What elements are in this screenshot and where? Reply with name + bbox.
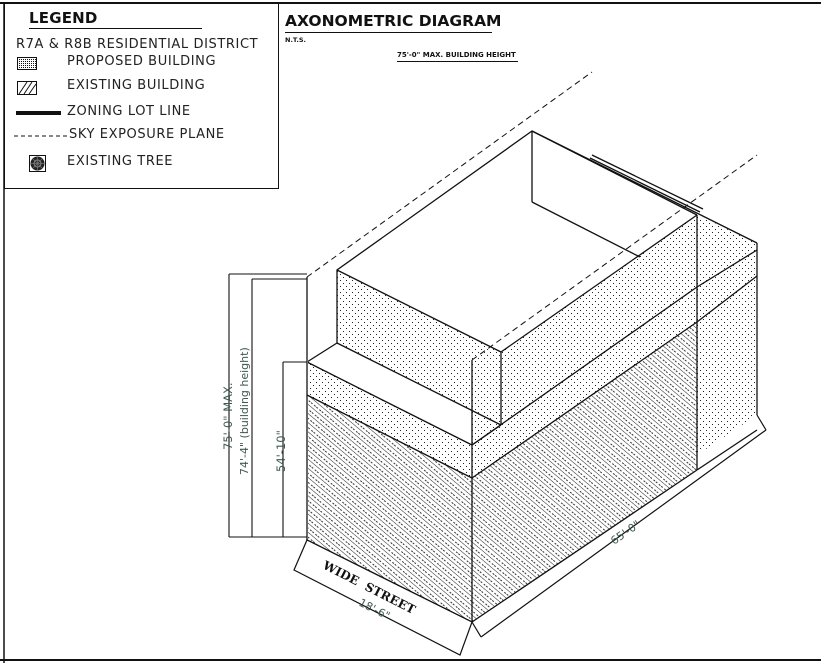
- legend-title: LEGEND: [29, 9, 98, 27]
- scale-note: N.T.S.: [285, 36, 306, 44]
- diagonal-hatch-swatch-icon: [17, 81, 37, 95]
- proposed-side-band: [472, 287, 697, 478]
- proposed-ledge-front-face: [307, 362, 472, 478]
- dotted-hatch-swatch-icon: [17, 57, 37, 70]
- max-height-dimension: 75'-0" MAX.: [221, 382, 235, 450]
- legend-title-underline: [29, 28, 202, 29]
- legend-label: PROPOSED BUILDING: [67, 54, 217, 69]
- proposed-upper-side-face: [472, 215, 697, 445]
- legend-label: ZONING LOT LINE: [67, 104, 191, 119]
- proposed-upper-front-face: [337, 270, 501, 425]
- existing-building-side-face: [472, 322, 697, 622]
- legend-label: EXISTING BUILDING: [67, 78, 206, 93]
- diagram-title: AXONOMETRIC DIAGRAM: [285, 12, 502, 30]
- side-lot-strip: [471, 414, 767, 638]
- building-outlines: [306, 130, 758, 623]
- legend-item-existing-building: EXISTING BUILDING: [5, 78, 275, 96]
- sky-exposure-plane-lines: [306, 71, 758, 361]
- max-height-note-underline: [397, 61, 518, 62]
- wide-street-strip: [293, 539, 473, 656]
- legend-box: LEGEND R7A & R8B RESIDENTIAL DISTRICT PR…: [4, 3, 279, 189]
- building-height-dimension: 74'-4" (building height): [238, 347, 251, 475]
- dashed-line-icon: [14, 135, 68, 137]
- tree-symbol-icon: [29, 155, 46, 172]
- legend-district-label: R7A & R8B RESIDENTIAL DISTRICT: [16, 37, 259, 52]
- adjacent-right-face: [697, 215, 757, 455]
- legend-item-sky-exposure-plane: SKY EXPOSURE PLANE: [5, 127, 275, 145]
- max-height-note: 75'-0" MAX. BUILDING HEIGHT: [397, 51, 516, 59]
- legend-item-zoning-lot-line: ZONING LOT LINE: [5, 104, 275, 122]
- diagram-title-underline: [285, 32, 492, 33]
- height-dimension-lines: [228, 273, 307, 538]
- thick-line-icon: [16, 111, 61, 115]
- legend-item-proposed-building: PROPOSED BUILDING: [5, 54, 275, 72]
- base-height-dimension: 54'-10": [274, 430, 288, 472]
- diagram-title-block: AXONOMETRIC DIAGRAM N.T.S.: [285, 12, 502, 44]
- legend-label: EXISTING TREE: [67, 154, 174, 169]
- legend-item-existing-tree: EXISTING TREE: [5, 154, 275, 172]
- legend-label: SKY EXPOSURE PLANE: [69, 127, 225, 142]
- existing-building-front-face: [307, 395, 472, 622]
